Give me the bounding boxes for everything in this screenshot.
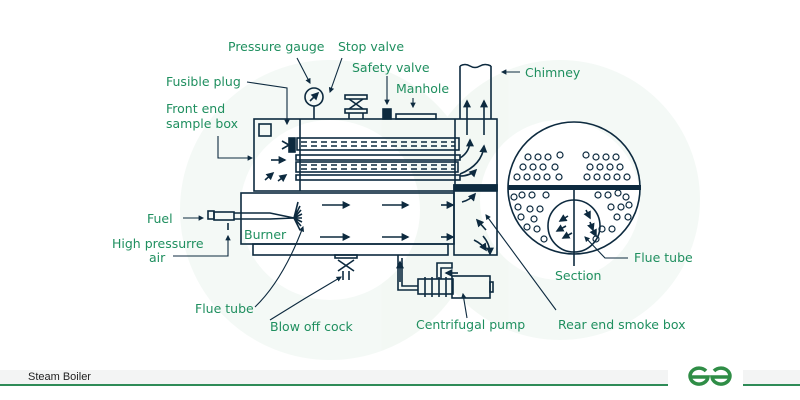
small-tube xyxy=(625,201,633,209)
manhole xyxy=(395,113,437,120)
label-blow-off-cock: Blow off cock xyxy=(270,319,354,334)
upper-tube xyxy=(296,137,460,151)
label-high-pressure-1: High pressurre xyxy=(112,236,204,251)
flow-arrows xyxy=(264,99,597,282)
small-tube xyxy=(613,213,621,221)
small-tube xyxy=(555,173,563,181)
front-sample-box-window xyxy=(258,123,272,137)
small-tube xyxy=(598,225,606,233)
steam-boiler-diagram: Pressure gauge Stop valve Safety valve M… xyxy=(112,39,700,360)
small-tube xyxy=(523,173,531,181)
small-tube xyxy=(533,225,541,233)
small-tube xyxy=(540,235,548,243)
safety-valve xyxy=(382,108,392,120)
label-flue-tube-left: Flue tube xyxy=(195,301,254,316)
label-fuel: Fuel xyxy=(147,211,173,226)
boiler-shell xyxy=(253,118,498,192)
footer-title: Steam Boiler xyxy=(28,371,91,383)
small-tube xyxy=(623,173,631,181)
small-tube xyxy=(592,153,600,161)
label-stop-valve: Stop valve xyxy=(338,39,404,54)
small-tube xyxy=(544,153,552,161)
small-tube xyxy=(528,191,536,199)
small-tube xyxy=(607,203,615,211)
small-tube xyxy=(608,225,616,233)
label-front-end-1: Front end xyxy=(166,101,225,116)
small-tube xyxy=(536,205,544,213)
chimney xyxy=(459,63,492,119)
small-tube xyxy=(517,213,525,221)
small-tube xyxy=(603,173,611,181)
small-tube xyxy=(594,191,602,199)
small-tube xyxy=(616,163,624,171)
label-manhole: Manhole xyxy=(396,81,449,96)
label-section: Section xyxy=(555,268,601,283)
small-tube xyxy=(514,203,522,211)
label-burner: Burner xyxy=(244,227,287,242)
small-tube xyxy=(529,163,537,171)
small-tube xyxy=(612,153,620,161)
small-tube xyxy=(530,215,538,223)
small-tube xyxy=(534,153,542,161)
small-tube xyxy=(624,213,632,221)
small-tube xyxy=(526,205,534,213)
small-tube xyxy=(596,163,604,171)
small-tube xyxy=(583,173,591,181)
footer-bar-right xyxy=(743,370,800,386)
small-tube xyxy=(586,163,594,171)
small-tube xyxy=(539,163,547,171)
label-pressure-gauge: Pressure gauge xyxy=(228,39,325,54)
small-tube xyxy=(593,173,601,181)
stop-valve xyxy=(344,94,368,119)
burner xyxy=(234,201,303,231)
fusible-plug xyxy=(288,137,296,153)
small-tube xyxy=(582,151,590,159)
small-tube xyxy=(551,163,559,171)
small-tube xyxy=(523,223,531,231)
small-tube xyxy=(613,173,621,181)
small-tube xyxy=(533,173,541,181)
small-tube xyxy=(518,191,526,199)
label-centrifugal-pump: Centrifugal pump xyxy=(416,317,525,332)
small-tube xyxy=(617,203,625,211)
small-tube xyxy=(543,173,551,181)
small-tube xyxy=(542,191,550,199)
lower-tube xyxy=(295,161,459,173)
label-flue-tube-right: Flue tube xyxy=(634,250,693,265)
footer-bar: Steam Boiler xyxy=(0,370,668,386)
section-tubes xyxy=(510,151,633,243)
small-tube xyxy=(606,163,614,171)
label-fusible-plug: Fusible plug xyxy=(166,74,241,89)
blow-off-cock xyxy=(334,254,358,280)
small-tube xyxy=(510,193,518,201)
small-tube xyxy=(604,191,612,199)
footer: Steam Boiler xyxy=(0,366,800,388)
small-tube xyxy=(519,163,527,171)
small-tube xyxy=(524,153,532,161)
leader-lines xyxy=(173,57,628,321)
small-tube xyxy=(622,193,630,201)
label-front-end-2: sample box xyxy=(166,116,238,131)
small-tube xyxy=(513,173,521,181)
label-safety-valve: Safety valve xyxy=(352,60,430,75)
label-rear-end-smoke-box: Rear end smoke box xyxy=(558,317,686,332)
gfg-logo-icon xyxy=(688,366,732,386)
label-high-pressure-2: air xyxy=(149,250,166,265)
small-tube xyxy=(614,189,622,197)
small-tube xyxy=(556,151,564,159)
small-tube xyxy=(602,153,610,161)
label-chimney: Chimney xyxy=(525,65,581,80)
